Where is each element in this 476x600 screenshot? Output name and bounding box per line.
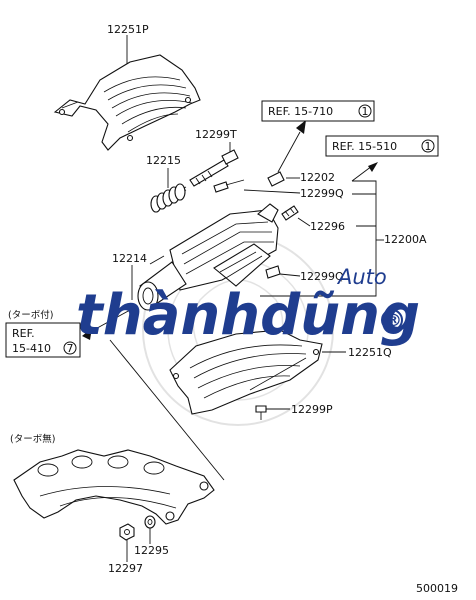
small-bolt-lower[interactable] bbox=[265, 265, 281, 279]
ref-15-410-line2: 15-410 bbox=[12, 342, 51, 355]
label-12251P: 12251P bbox=[107, 23, 149, 36]
diagram-code: 500019 bbox=[416, 582, 458, 595]
ref-15-410-num: 7 bbox=[67, 342, 74, 355]
bottom-bolt[interactable] bbox=[255, 405, 267, 420]
ref-box-15-510[interactable]: REF. 15-510 1 bbox=[325, 135, 439, 157]
watermark-logo: Auto thànhdũng ® bbox=[76, 265, 420, 348]
ref-15-410-line1: REF. bbox=[12, 327, 35, 340]
washer[interactable] bbox=[144, 515, 156, 529]
label-12251Q: 12251Q bbox=[348, 346, 392, 359]
stud-bolt[interactable] bbox=[281, 205, 299, 221]
spring[interactable] bbox=[150, 183, 187, 213]
ref-15-510-num: 1 bbox=[425, 140, 432, 153]
watermark-name: thànhdũng bbox=[76, 283, 420, 348]
catalytic-converter[interactable] bbox=[137, 203, 279, 311]
ref-15-710-text: REF. 15-710 bbox=[268, 105, 333, 118]
label-12295: 12295 bbox=[134, 544, 169, 557]
ref-box-15-710[interactable]: REF. 15-710 1 bbox=[261, 100, 375, 122]
watermark-tag: Auto bbox=[336, 265, 387, 289]
label-12200A: 12200A bbox=[384, 233, 427, 246]
lower-heat-shield[interactable] bbox=[169, 329, 323, 415]
note-turbo-with: (ターボ付) bbox=[8, 310, 53, 321]
label-12299P: 12299P bbox=[291, 403, 333, 416]
label-12299T: 12299T bbox=[195, 128, 237, 141]
note-turbo-without: (ターボ無) bbox=[10, 433, 55, 445]
label-12297: 12297 bbox=[108, 562, 143, 575]
ref-15-510-text: REF. 15-510 bbox=[332, 140, 397, 153]
small-bolt-upper[interactable] bbox=[213, 179, 245, 193]
label-12299Q-lower: 12299Q bbox=[300, 270, 344, 283]
long-bolt[interactable] bbox=[189, 149, 239, 187]
label-12215: 12215 bbox=[146, 154, 181, 167]
label-12296: 12296 bbox=[310, 220, 345, 233]
ref-box-15-410[interactable]: REF. 15-410 7 bbox=[5, 322, 81, 358]
watermark-reg: ® bbox=[385, 311, 402, 331]
ref-15-710-num: 1 bbox=[362, 105, 369, 118]
label-12202: 12202 bbox=[300, 171, 335, 184]
bracket[interactable] bbox=[267, 171, 285, 187]
label-12214: 12214 bbox=[112, 252, 147, 265]
label-12299Q: 12299Q bbox=[300, 187, 344, 200]
upper-heat-shield[interactable] bbox=[53, 54, 201, 151]
nut[interactable] bbox=[119, 523, 135, 541]
exhaust-manifold[interactable] bbox=[13, 449, 215, 525]
